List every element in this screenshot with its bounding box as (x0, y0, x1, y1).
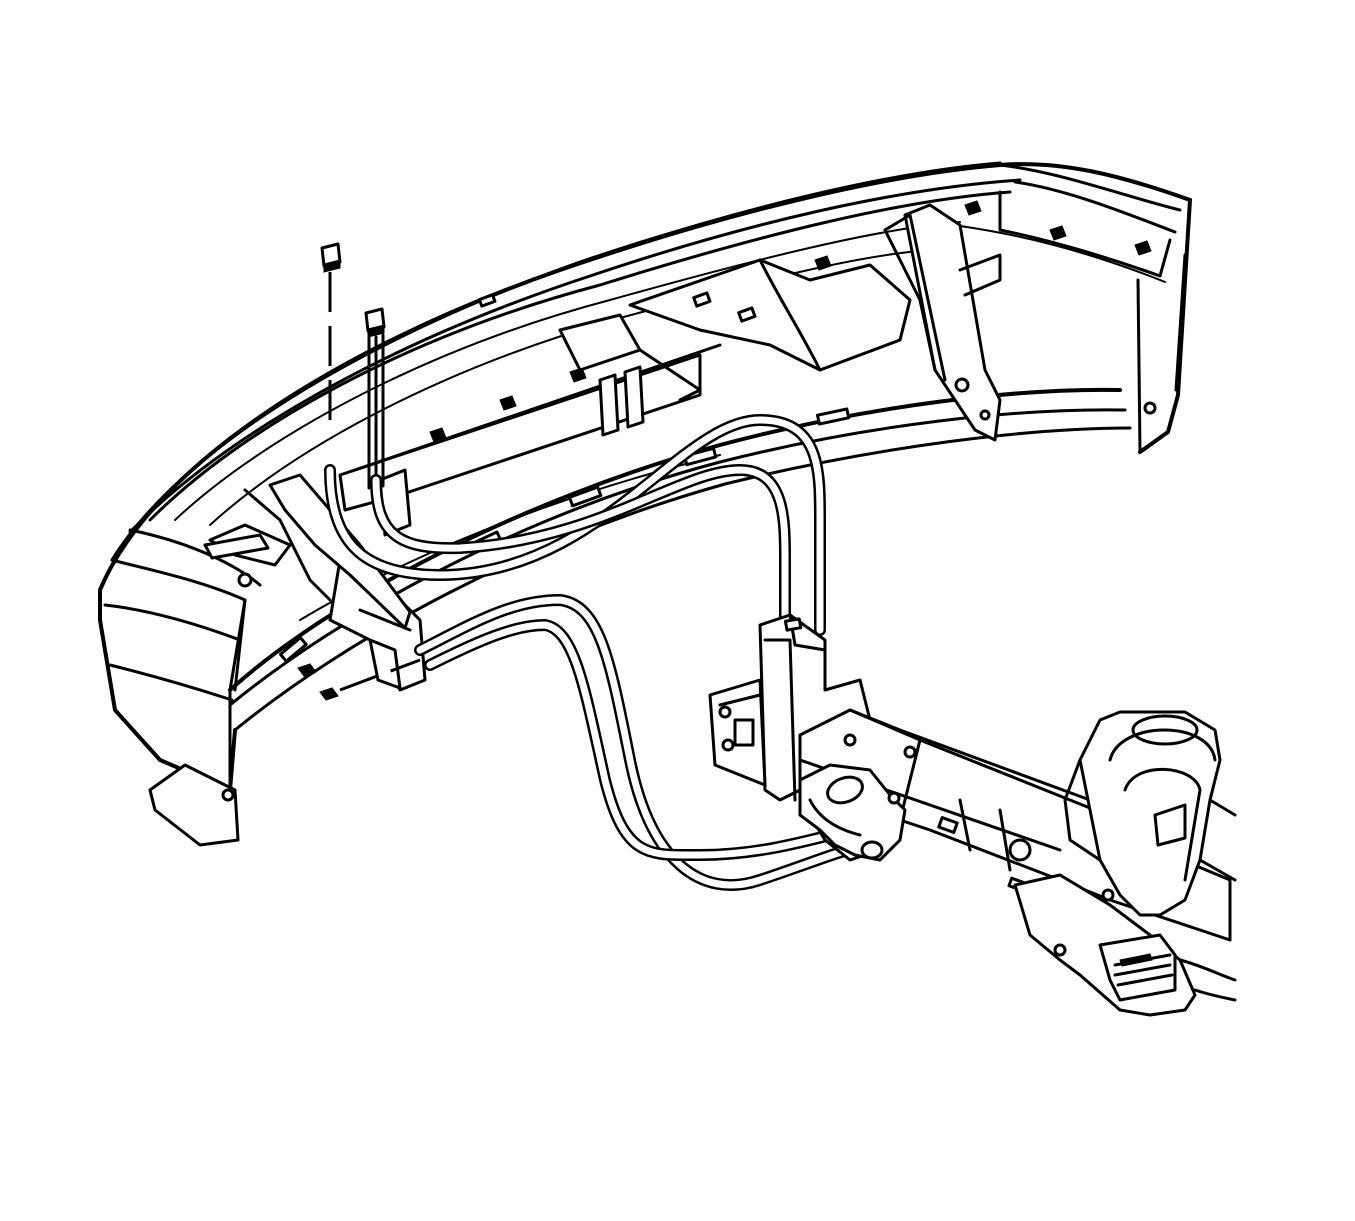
nut (297, 658, 421, 701)
tow-hook-routing-paths (324, 413, 876, 891)
bolt (320, 242, 386, 492)
frame-rail (708, 613, 1237, 1017)
tow-hook (798, 763, 907, 862)
bumper-fascia (98, 161, 1192, 847)
bumper-support-bracket (203, 203, 1002, 692)
